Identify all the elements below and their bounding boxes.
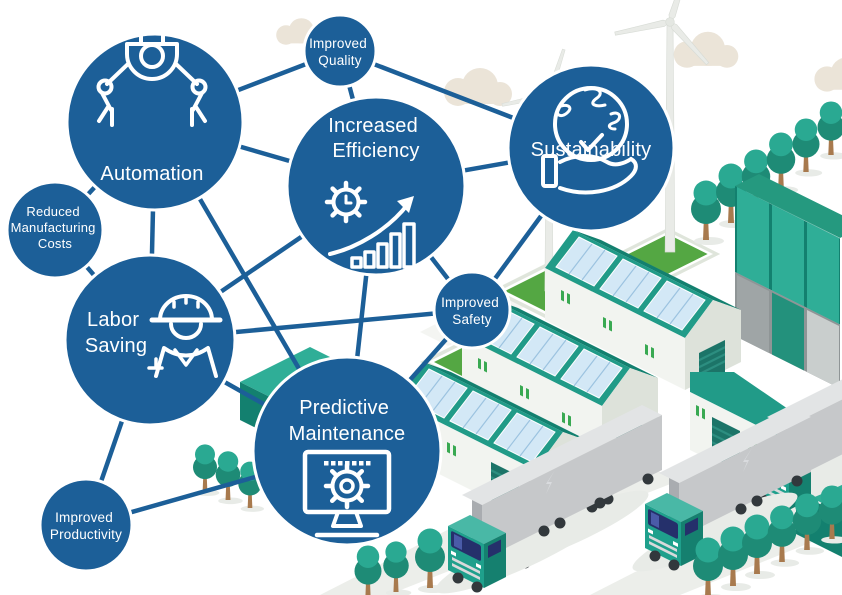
container-stack [735,174,842,389]
globe-in-hand-icon [541,86,638,195]
node-improved-safety: Improved Safety [432,270,512,350]
node-labor-saving: Labor Saving [63,253,237,427]
node-label: Labor Saving [85,309,147,357]
node-improved-productivity: Improved Productivity [38,477,134,573]
node-increased-efficiency: Increased Efficiency [285,95,467,277]
node-label: Predictive Maintenance [289,397,406,445]
node-label: Improved Safety [441,295,503,327]
cloud [444,68,512,106]
node-reduced-manufacturing-costs: Reduced Manufacturing Costs [5,180,105,280]
node-automation: Automation [65,32,245,212]
node-predictive-maintenance: Predictive Maintenance [251,355,443,547]
solar-panel-roof [555,236,706,331]
construction-worker-icon [147,294,223,378]
node-label: Reduced Manufacturing Costs [11,204,100,251]
node-label: Sustainability [531,139,652,161]
node-label: Improved Quality [309,36,371,68]
node-label: Automation [100,163,203,185]
node-label: Improved Productivity [50,510,122,542]
gear-clock-growth-icon [324,180,416,269]
node-improved-quality: Improved Quality [302,13,378,89]
node-label: Increased Efficiency [328,115,423,162]
monitor-gear-icon [302,449,392,538]
node-sustainability: Sustainability [506,63,676,233]
factory-building [545,230,741,390]
robot-gripper-icon [96,32,208,127]
cloud [814,57,842,92]
